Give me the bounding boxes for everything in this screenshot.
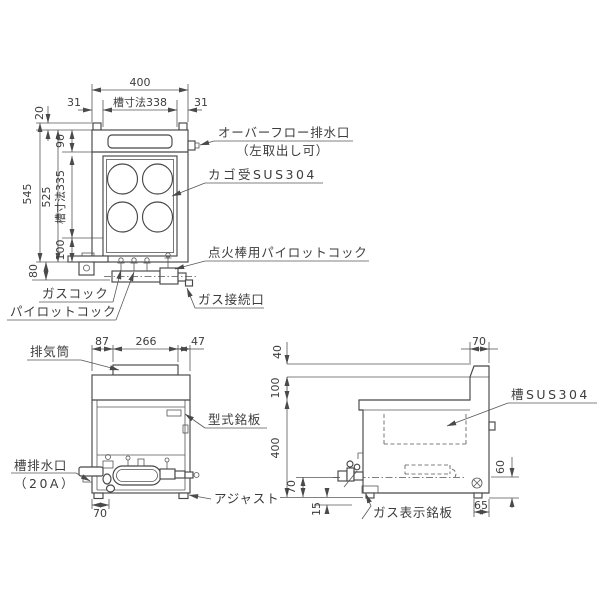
lug-right bbox=[178, 122, 188, 131]
dim-duct-right: 47 bbox=[191, 335, 205, 348]
gas-inlet-elbow bbox=[184, 279, 194, 287]
gas-cock-stems bbox=[117, 252, 172, 271]
dim-pipe-height: 70 bbox=[285, 480, 298, 494]
label-basket-rest: カゴ受SUS304 bbox=[208, 167, 317, 182]
dim-body-height: 525 bbox=[40, 187, 53, 208]
plan-dimensions-top: 400 槽寸法338 31 31 bbox=[67, 76, 208, 127]
exhaust-duct bbox=[112, 364, 179, 376]
dim-tank-depth: 槽寸法335 bbox=[53, 170, 67, 224]
tank-inner bbox=[106, 159, 174, 253]
burner-tube bbox=[112, 465, 162, 486]
side-gas-valve bbox=[333, 460, 364, 488]
side-body bbox=[358, 365, 490, 494]
label-tank-drain-size: （20A） bbox=[14, 476, 76, 491]
pilot-burner-box bbox=[78, 261, 95, 276]
drain-pipe bbox=[78, 466, 104, 477]
label-ignition-pilot-cock: 点火棒用パイロットコック bbox=[208, 245, 368, 260]
dim-rim-right: 31 bbox=[194, 96, 208, 109]
label-exhaust-duct: 排気筒 bbox=[30, 344, 70, 359]
leader-overflow bbox=[199, 140, 215, 146]
rear-labels: 排気筒 型式銘板 槽排水口 （20A） アジャスト bbox=[11, 344, 279, 506]
leader-basket-rest bbox=[171, 182, 206, 197]
control-panel bbox=[107, 134, 173, 149]
side-view: 70 40 100 400 70 15 60 65 槽SUS304 bbox=[269, 335, 597, 520]
label-pilot-cock: パイロットコック bbox=[10, 304, 116, 319]
leader-adjuster bbox=[188, 494, 212, 500]
side-dimensions: 70 40 100 400 70 15 60 65 bbox=[269, 335, 515, 517]
dim-side-body-height: 400 bbox=[269, 438, 282, 459]
basket-hole bbox=[106, 163, 139, 195]
rear-inlet-mark bbox=[471, 477, 483, 489]
gas-display-nameplate bbox=[361, 485, 379, 494]
plan-labels: オーバーフロー排水口 （左取出し可） カゴ受SUS304 点火棒用パイロットコッ… bbox=[7, 125, 369, 321]
rear-dimensions: 87 266 47 70 bbox=[91, 335, 205, 520]
dim-drain-offset: 70 bbox=[93, 507, 107, 520]
dim-head-depth: 90 bbox=[54, 134, 67, 148]
dim-tank-width: 槽寸法338 bbox=[113, 95, 167, 109]
leader-gas-cock bbox=[112, 269, 122, 303]
dim-splash-height: 100 bbox=[269, 378, 282, 399]
dim-front-depth: 100 bbox=[54, 240, 67, 261]
drain-valve-wheel bbox=[102, 473, 112, 485]
label-overflow-drain: オーバーフロー排水口 bbox=[218, 125, 350, 140]
label-overflow-drain-note: （左取出し可） bbox=[236, 143, 329, 158]
model-nameplate bbox=[166, 409, 182, 417]
dim-plate-height: 15 bbox=[310, 502, 323, 516]
leader-exhaust-duct bbox=[80, 359, 120, 371]
basket-hole bbox=[141, 201, 174, 233]
dim-lug-height: 20 bbox=[33, 106, 46, 120]
label-model-plate: 型式銘板 bbox=[208, 412, 261, 427]
dim-overall-width: 400 bbox=[130, 76, 151, 89]
dim-duct-left: 87 bbox=[95, 335, 109, 348]
lug-left bbox=[92, 122, 102, 131]
leader-model-plate bbox=[184, 413, 206, 429]
dim-duct-width: 266 bbox=[136, 335, 157, 348]
label-tank-drain: 槽排水口 bbox=[14, 458, 67, 473]
leader-gas-display-plate bbox=[365, 493, 372, 507]
tank-outline bbox=[102, 155, 178, 257]
dim-rim-left: 31 bbox=[67, 96, 81, 109]
leader-gas-inlet bbox=[186, 287, 196, 309]
overflow-outlet bbox=[187, 140, 196, 151]
label-adjuster: アジャスト bbox=[214, 491, 279, 506]
dim-base-height: 80 bbox=[27, 264, 40, 278]
dim-inlet-height: 60 bbox=[494, 460, 507, 474]
dim-foot-inset: 65 bbox=[474, 499, 488, 512]
label-gas-cock: ガスコック bbox=[42, 286, 109, 301]
leader-pilot-cock bbox=[115, 271, 135, 321]
basket-hole bbox=[141, 163, 174, 195]
dim-splash-depth: 70 bbox=[472, 335, 486, 348]
label-gas-display-plate: ガス表示銘板 bbox=[373, 505, 453, 520]
foot-right bbox=[178, 492, 189, 500]
plan-dimensions-left: 20 545 525 90 槽寸法335 100 80 bbox=[21, 106, 110, 281]
leader-tank-material bbox=[446, 402, 509, 427]
dim-cap-height: 40 bbox=[271, 345, 284, 359]
rear-view: 87 266 47 70 排気筒 型式銘板 槽排水口 （20A） アジャスト bbox=[11, 335, 279, 520]
label-tank-material: 槽SUS304 bbox=[511, 387, 590, 402]
leader-ignition-pilot bbox=[174, 260, 206, 270]
plan-view: 400 槽寸法338 31 31 20 545 525 90 bbox=[7, 76, 369, 321]
front-bracket bbox=[67, 255, 109, 263]
side-labels: 槽SUS304 ガス表示銘板 bbox=[361, 387, 597, 520]
label-gas-inlet: ガス接続口 bbox=[198, 292, 265, 307]
foot-left bbox=[93, 492, 104, 500]
side-overflow-outlet bbox=[488, 421, 496, 431]
gas-connector-block bbox=[159, 267, 179, 285]
side-foot-rear bbox=[473, 492, 483, 499]
leader-tank-drain bbox=[75, 472, 91, 482]
basket-hole bbox=[106, 201, 139, 233]
hidden-tank-outline bbox=[383, 414, 467, 478]
dim-total-height: 545 bbox=[21, 184, 34, 205]
